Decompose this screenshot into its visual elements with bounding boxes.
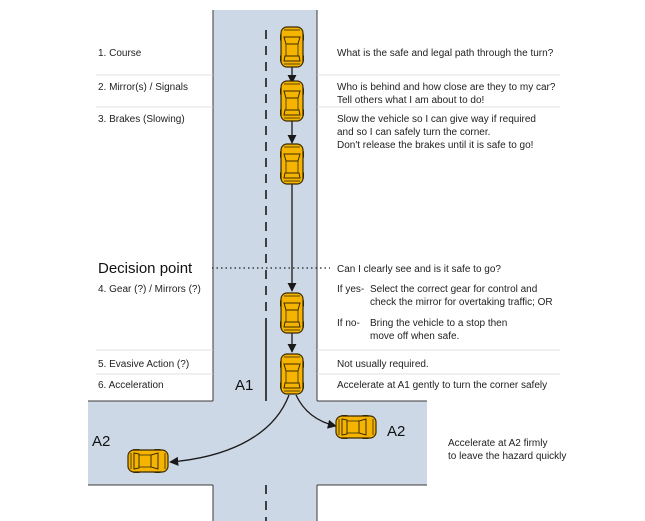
car-icon — [280, 292, 304, 334]
marker-a2-left: A2 — [92, 433, 110, 450]
if-yes-line: check the mirror for overtaking traffic;… — [370, 297, 553, 308]
step-rules — [96, 74, 560, 375]
a2-note-line: Accelerate at A2 firmly — [448, 438, 547, 449]
step-label-course: 1. Course — [98, 48, 142, 59]
step-label-gear-mirrors: 4. Gear (?) / Mirrors (?) — [98, 284, 201, 295]
car-icon — [280, 80, 304, 122]
if-no-prefix: If no- — [337, 318, 360, 329]
if-yes-line: Select the correct gear for control and — [370, 284, 537, 295]
mirrors-description-line: Who is behind and how close are they to … — [337, 82, 556, 93]
course-description: What is the safe and legal path through … — [337, 48, 554, 59]
arrow-icon — [169, 394, 290, 466]
marker-a2-right: A2 — [387, 423, 405, 440]
acceleration-description: Accelerate at A1 gently to turn the corn… — [337, 380, 547, 391]
step-label-acceleration: 6. Acceleration — [98, 380, 164, 391]
decision-point-label: Decision point — [98, 260, 193, 277]
if-no-line: move off when safe. — [370, 331, 459, 342]
a2-note-line: to leave the hazard quickly — [448, 451, 566, 462]
step-label-evasive-action: 5. Evasive Action (?) — [98, 359, 189, 370]
step-label-mirrors-signals: 2. Mirror(s) / Signals — [98, 82, 188, 93]
path-arrows — [169, 67, 337, 466]
marker-a1: A1 — [235, 377, 253, 394]
car-icon — [280, 26, 304, 68]
step-labels: 1. Course 2. Mirror(s) / Signals 3. Brak… — [98, 48, 201, 391]
brakes-description-line: Slow the vehicle so I can give way if re… — [337, 114, 536, 125]
if-no-line: Bring the vehicle to a stop then — [370, 318, 507, 329]
brakes-description-line: and so I can safely turn the corner. — [337, 127, 490, 138]
arrow-icon — [295, 394, 337, 429]
brakes-description-line: Don't release the brakes until it is saf… — [337, 140, 533, 151]
evasive-description: Not usually required. — [337, 359, 429, 370]
car-icon — [335, 415, 377, 439]
decision-question: Can I clearly see and is it safe to go? — [337, 264, 501, 275]
car-icon — [280, 353, 304, 395]
step-label-brakes: 3. Brakes (Slowing) — [98, 114, 185, 125]
car-icon — [127, 449, 169, 473]
step-descriptions: What is the safe and legal path through … — [337, 48, 556, 391]
car-icon — [280, 143, 304, 185]
if-yes-prefix: If yes- — [337, 284, 364, 295]
mirrors-description-line: Tell others what I am about to do! — [337, 95, 484, 106]
cars — [127, 26, 377, 473]
